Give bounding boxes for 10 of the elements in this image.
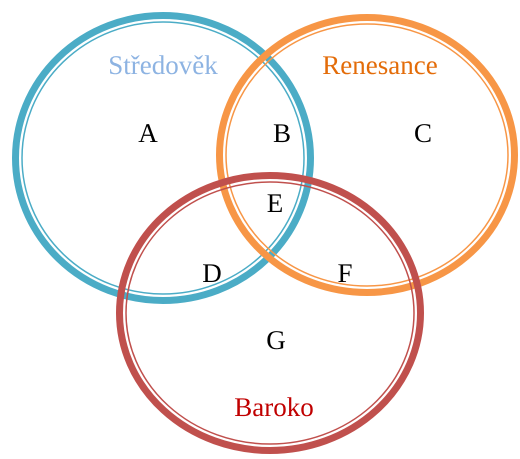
region-letter: A: [138, 118, 158, 149]
region-letter: F: [337, 258, 353, 289]
region-letter: B: [273, 118, 291, 149]
region-letter: C: [414, 118, 432, 149]
set-label: Baroko: [234, 392, 314, 423]
set-label: Středověk: [108, 50, 218, 81]
region-letter: G: [266, 325, 286, 356]
set-label: Renesance: [322, 50, 438, 81]
region-letter: D: [202, 258, 222, 289]
region-letter: E: [266, 188, 284, 219]
